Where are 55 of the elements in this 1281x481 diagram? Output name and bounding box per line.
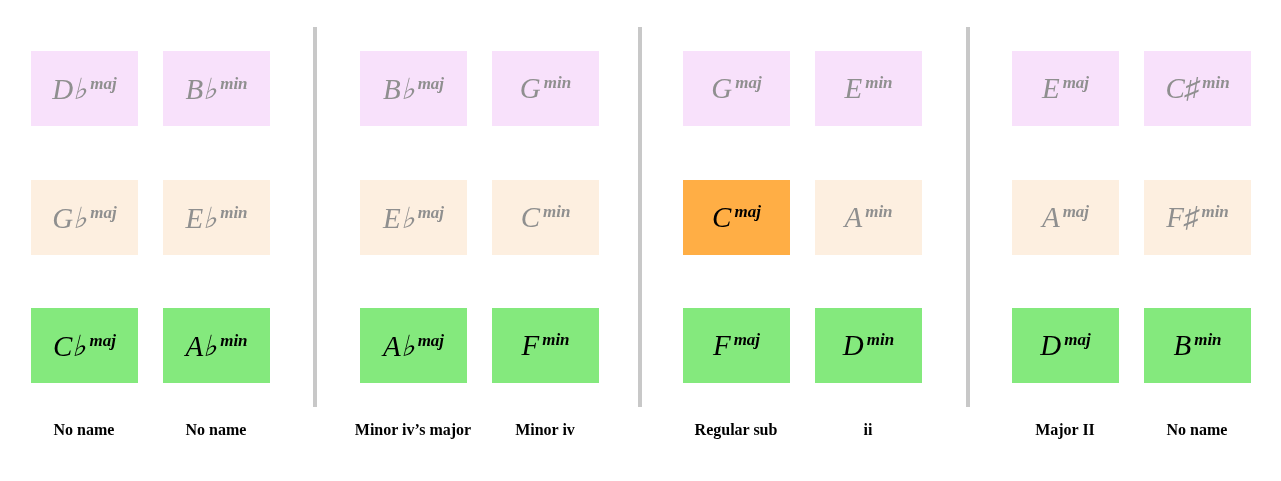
chord-box <box>31 51 138 126</box>
chord-name: D$^{maj}$ <box>1040 329 1091 362</box>
chord-name: F$^{maj}$ <box>712 329 761 362</box>
chord-box <box>360 180 467 255</box>
chord-name: E$^{min}$ <box>844 72 893 105</box>
chord-box <box>815 51 922 126</box>
chord-name: C♯$^{min}$ <box>1165 72 1230 105</box>
chord-box <box>815 308 922 383</box>
chord-name: B♭$^{maj}$ <box>382 71 445 106</box>
chord-name: C$^{min}$ <box>520 201 571 234</box>
chord-name: A♭$^{maj}$ <box>382 328 445 363</box>
column-caption: Major II <box>1034 421 1096 439</box>
chord-box <box>683 51 790 126</box>
chord-name: C♭$^{maj}$ <box>53 328 116 363</box>
chord-box <box>1144 51 1251 126</box>
chord-box <box>1012 51 1119 126</box>
chord-name: E♭$^{maj}$ <box>382 200 445 235</box>
chord-name: C$^{maj}$ <box>712 201 761 234</box>
chord-name: E♭$^{min}$ <box>185 200 248 235</box>
chord-name: F♯$^{min}$ <box>1166 201 1229 234</box>
column-caption: No name <box>184 421 248 439</box>
column-caption: No name <box>1165 421 1229 439</box>
chord-box <box>683 308 790 383</box>
chord-box <box>1144 308 1251 383</box>
chord-name: D♭$^{maj}$ <box>52 71 117 106</box>
chord-box <box>163 51 270 126</box>
chord-name: F$^{min}$ <box>521 329 570 362</box>
chord-name: G♭$^{maj}$ <box>52 200 117 235</box>
chord-name: G$^{min}$ <box>519 72 572 105</box>
column-caption: Minor iv’s major <box>353 421 473 439</box>
chord-name: A♭$^{min}$ <box>185 328 248 363</box>
chord-box <box>31 308 138 383</box>
chord-box <box>163 308 270 383</box>
chord-box <box>683 180 790 255</box>
chord-box <box>31 180 138 255</box>
chord-box <box>1012 180 1119 255</box>
chord-box <box>1144 180 1251 255</box>
column-caption: Regular sub <box>693 421 779 439</box>
chord-name: A$^{maj}$ <box>1041 201 1090 234</box>
chord-box <box>815 180 922 255</box>
chord-name: E$^{maj}$ <box>1041 72 1090 105</box>
chord-box <box>492 180 599 255</box>
chord-name: D$^{min}$ <box>842 329 895 362</box>
chord-name: B♭$^{min}$ <box>185 71 248 106</box>
column-caption: ii <box>862 421 874 439</box>
chord-box <box>492 308 599 383</box>
chord-box <box>1012 308 1119 383</box>
chord-name: A$^{min}$ <box>844 201 893 234</box>
chord-name: B$^{min}$ <box>1173 329 1222 362</box>
chord-box <box>360 308 467 383</box>
chord-box <box>360 51 467 126</box>
chord-box <box>492 51 599 126</box>
chord-box <box>163 180 270 255</box>
column-caption: No name <box>52 421 116 439</box>
chord-name: G$^{maj}$ <box>711 72 762 105</box>
